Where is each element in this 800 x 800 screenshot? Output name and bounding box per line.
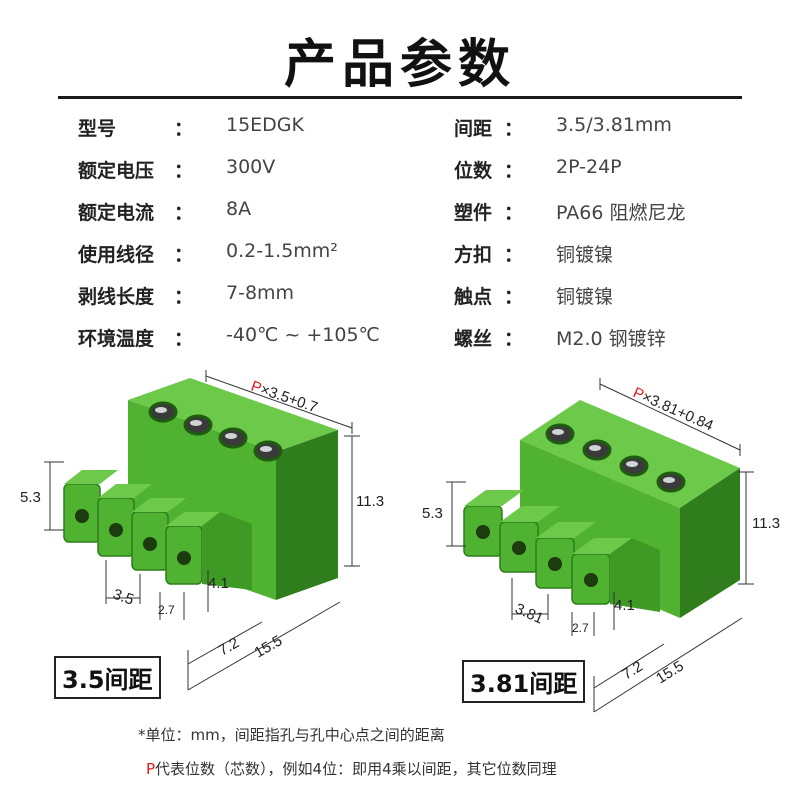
spec-colon: ： <box>174 118 194 140</box>
spec-value: -40℃ ~ +105℃ <box>226 324 380 346</box>
spec-colon: ： <box>174 202 194 224</box>
right-dim-hole: 4.1 <box>614 597 635 614</box>
spec-label: 剥线长度 <box>78 286 155 308</box>
spec-label: 型号 <box>78 118 117 140</box>
spec-label: 间距 <box>454 118 493 140</box>
note-p-definition: P代表位数（芯数），例如4位：即用4乘以间距，其它位数同理 <box>146 758 557 779</box>
note-p-text: 代表位数（芯数），例如4位：即用4乘以间距，其它位数同理 <box>155 760 557 778</box>
right-dim-height: 11.3 <box>752 515 780 532</box>
left-dim-side: 5.3 <box>20 489 41 506</box>
spec-colon: ： <box>174 244 194 266</box>
left-dim-small: 2.7 <box>158 603 175 617</box>
left-dim-pitch: 3.5 <box>111 586 136 609</box>
spec-value: PA66 阻燃尼龙 <box>556 202 686 224</box>
page-title: 产品参数 <box>283 35 516 95</box>
spec-value: 铜镀镍 <box>556 286 614 308</box>
left-dim-depth1: 7.2 <box>216 634 243 659</box>
left-pitch-label: 3.5间距 <box>54 656 161 699</box>
spec-value: 7-8mm <box>226 282 295 304</box>
spec-value: 铜镀镍 <box>556 244 614 266</box>
left-dim-height: 11.3 <box>356 493 384 510</box>
title-underline <box>58 96 742 99</box>
spec-colon: ： <box>504 328 524 350</box>
right-connector: P×3.81+0.84 11.3 5.3 3.81 4.1 2.7 7.2 15… <box>422 378 780 713</box>
spec-colon: ： <box>174 328 194 350</box>
right-pitch-label: 3.81间距 <box>462 660 586 703</box>
right-dim-pitch: 3.81 <box>512 600 546 627</box>
spec-label: 方扣 <box>454 244 493 266</box>
spec-value: 300V <box>226 156 276 178</box>
spec-label: 塑件 <box>454 202 493 224</box>
spec-colon: ： <box>504 244 524 266</box>
spec-colon: ： <box>504 118 524 140</box>
note-p-letter: P <box>146 760 156 778</box>
left-dim-hole: 4.1 <box>208 575 229 592</box>
left-connector: P×3.5+0.7 11.3 5.3 3.5 4.1 2.7 7.2 15.5 <box>20 370 384 691</box>
spec-value: 15EDGK <box>226 114 304 136</box>
spec-colon: ： <box>504 286 524 308</box>
spec-label: 触点 <box>454 286 493 308</box>
spec-colon: ： <box>174 286 194 308</box>
spec-value: 8A <box>226 198 252 220</box>
spec-value: 0.2-1.5mm² <box>226 240 338 262</box>
right-dim-depth1: 7.2 <box>619 658 646 683</box>
spec-label: 螺丝 <box>454 328 493 350</box>
right-dim-side: 5.3 <box>422 505 443 522</box>
right-top-dim-rest: ×3.81+0.84 <box>640 388 716 434</box>
spec-colon: ： <box>504 160 524 182</box>
spec-value: 3.5/3.81mm <box>556 114 672 136</box>
spec-value: 2P-24P <box>556 156 622 178</box>
spec-label: 额定电压 <box>78 160 155 182</box>
spec-colon: ： <box>174 160 194 182</box>
note-unit: *单位：mm，间距指孔与孔中心点之间的距离 <box>138 726 445 744</box>
spec-label: 使用线径 <box>78 244 155 266</box>
right-dim-small: 2.7 <box>572 621 589 635</box>
spec-label: 位数 <box>454 160 493 182</box>
spec-value: M2.0 钢镀锌 <box>556 328 666 350</box>
right-dim-depth2: 15.5 <box>653 658 687 688</box>
spec-colon: ： <box>504 202 524 224</box>
spec-label: 额定电流 <box>78 202 155 224</box>
spec-label: 环境温度 <box>78 328 155 350</box>
